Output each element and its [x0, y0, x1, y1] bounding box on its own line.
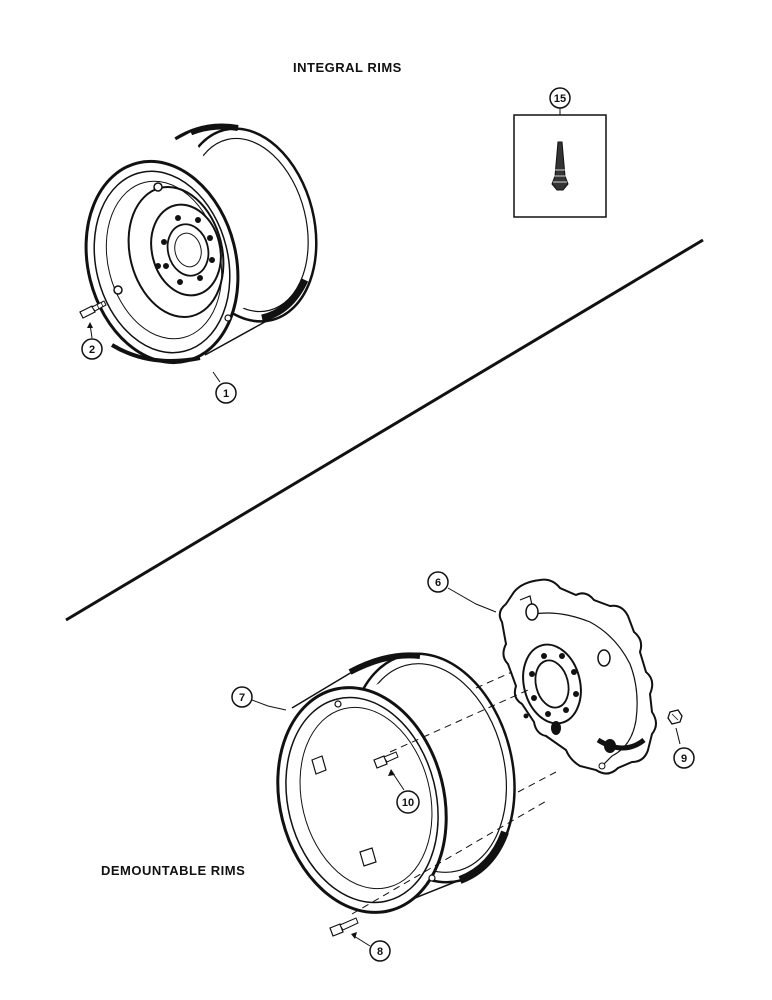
rim-bolt-2	[79, 300, 107, 319]
callout-9: 9	[673, 747, 695, 769]
callout-10: 10	[396, 790, 420, 814]
rim-bolt-8	[329, 917, 359, 937]
valve-stem-icon	[551, 141, 569, 191]
callout-15: 15	[549, 87, 571, 109]
rim-bolt-10	[373, 751, 399, 769]
callout-label: 8	[377, 946, 383, 958]
valve-stem-inset	[513, 108, 607, 218]
integral-rim-wheel	[84, 123, 318, 365]
section-divider-line	[65, 238, 704, 622]
callout-7: 7	[231, 686, 253, 708]
demountable-rims-title: DEMOUNTABLE RIMS	[101, 863, 246, 878]
callout-label: 7	[239, 692, 245, 704]
integral-rims-title: INTEGRAL RIMS	[293, 60, 402, 75]
callout-label: 15	[554, 93, 566, 105]
callout-2: 2	[81, 338, 103, 360]
callout-1: 1	[215, 382, 237, 404]
callout-6: 6	[427, 571, 449, 593]
wheel-nut-9	[667, 709, 683, 725]
demountable-rim-wheel	[265, 652, 516, 914]
callout-8: 8	[369, 940, 391, 962]
callout-label: 2	[89, 344, 95, 356]
callout-label: 1	[223, 388, 229, 400]
callout-label: 9	[681, 753, 687, 765]
assembly-dashed-lines	[351, 671, 557, 915]
callout-label: 10	[402, 797, 414, 809]
wheel-center-disc	[498, 578, 657, 775]
callout-label: 6	[435, 577, 441, 589]
